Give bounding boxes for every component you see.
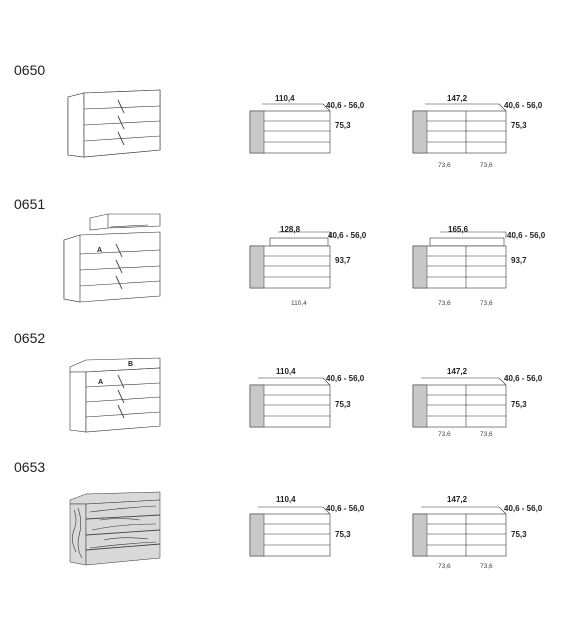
depth-label: 40,6 - 56,0 — [507, 231, 546, 240]
callout-a: A — [97, 247, 102, 254]
perspective-drawing — [69, 491, 161, 566]
depth-label: 40,6 - 56,0 — [504, 374, 543, 383]
width-label: 147,2 — [447, 495, 468, 504]
row-0650: 0650 110,4 40,6 - 56,0 75,3 — [14, 62, 543, 169]
row-0653: 0653 110,4 40,6 - 56,0 75 — [14, 459, 543, 570]
dimension-drawing-single: 128,8 40,6 - 56,0 93,7 110,4 — [249, 225, 367, 307]
width-label: 165,6 — [448, 225, 469, 234]
height-label: 75,3 — [511, 121, 527, 130]
depth-label: 40,6 - 56,0 — [326, 504, 365, 513]
depth-label: 40,6 - 56,0 — [326, 101, 365, 110]
width-label: 147,2 — [447, 94, 468, 103]
perspective-drawing: A — [63, 213, 161, 303]
height-label: 93,7 — [335, 256, 351, 265]
module-width-left: 73,6 — [438, 563, 451, 570]
height-label: 75,3 — [511, 400, 527, 409]
module-width-right: 73,6 — [480, 300, 493, 307]
dimension-drawing-double: 147,2 40,6 - 56,0 75,3 73,6 73,6 — [412, 495, 543, 570]
width-label: 110,4 — [275, 94, 295, 103]
height-label: 75,3 — [511, 530, 527, 539]
model-code: 0652 — [14, 330, 45, 346]
height-label: 75,3 — [335, 530, 351, 539]
row-0651: 0651 A 128,8 40,6 — [14, 196, 546, 307]
module-width-right: 73,6 — [480, 431, 493, 438]
callout-a: A — [98, 379, 103, 386]
dimension-drawing-double: 147,2 40,6 - 56,0 75,3 73,6 73,6 — [412, 94, 543, 169]
module-width-left: 73,6 — [438, 162, 451, 169]
depth-label: 40,6 - 56,0 — [328, 231, 367, 240]
base-width-label: 110,4 — [291, 300, 307, 307]
model-code: 0653 — [14, 459, 45, 475]
dimension-drawing-double: 165,6 40,6 - 56,0 93,7 73,6 73,6 — [412, 225, 546, 307]
perspective-drawing: A B — [69, 357, 161, 433]
dimension-drawing-single: 110,4 40,6 - 56,0 75,3 — [249, 367, 365, 428]
width-label: 110,4 — [276, 367, 296, 376]
model-code: 0651 — [14, 196, 45, 212]
depth-label: 40,6 - 56,0 — [504, 504, 543, 513]
callout-b: B — [128, 361, 133, 368]
height-label: 93,7 — [511, 256, 527, 265]
module-width-left: 73,6 — [438, 431, 451, 438]
width-label: 110,4 — [276, 495, 296, 504]
width-label: 128,8 — [280, 225, 301, 234]
dimension-drawing-double: 147,2 40,6 - 56,0 75,3 73,6 73,6 — [412, 367, 543, 438]
depth-label: 40,6 - 56,0 — [326, 374, 365, 383]
row-0652: 0652 A B 110,4 40,6 - 56,0 75,3 — [14, 330, 543, 438]
module-width-left: 73,6 — [438, 300, 451, 307]
width-label: 147,2 — [447, 367, 468, 376]
height-label: 75,3 — [335, 400, 351, 409]
dimension-drawing-single: 110,4 40,6 - 56,0 75,3 — [249, 94, 365, 154]
model-code: 0650 — [14, 62, 45, 78]
module-width-right: 73,6 — [480, 563, 493, 570]
dimension-drawing-single: 110,4 40,6 - 56,0 75,3 — [249, 495, 365, 557]
height-label: 75,3 — [335, 121, 351, 130]
perspective-drawing — [67, 89, 161, 158]
module-width-right: 73,6 — [480, 162, 493, 169]
depth-label: 40,6 - 56,0 — [504, 101, 543, 110]
